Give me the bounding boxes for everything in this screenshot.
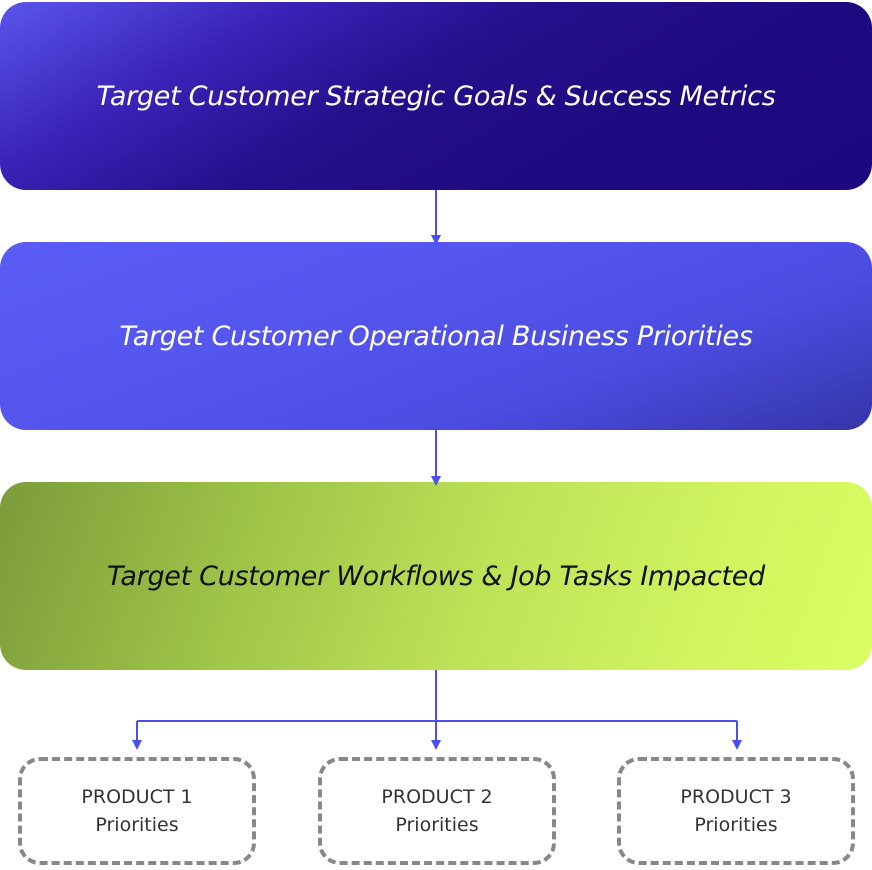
- workflows-box: Target Customer Workflows & Job Tasks Im…: [0, 482, 872, 670]
- product-3-box: PRODUCT 3 Priorities: [617, 757, 855, 865]
- strategic-goals-box: Target Customer Strategic Goals & Succes…: [0, 2, 872, 190]
- strategic-goals-label: Target Customer Strategic Goals & Succes…: [96, 80, 776, 112]
- product-1-sub: Priorities: [95, 814, 179, 836]
- operational-priorities-box: Target Customer Operational Business Pri…: [0, 242, 872, 430]
- product-2-sub: Priorities: [395, 814, 479, 836]
- product-2-box: PRODUCT 2 Priorities: [318, 757, 556, 865]
- product-3-name: PRODUCT 3: [680, 786, 792, 808]
- product-1-box: PRODUCT 1 Priorities: [18, 757, 256, 865]
- operational-priorities-label: Target Customer Operational Business Pri…: [119, 320, 753, 352]
- product-2-name: PRODUCT 2: [381, 786, 493, 808]
- product-1-name: PRODUCT 1: [81, 786, 193, 808]
- product-3-sub: Priorities: [694, 814, 778, 836]
- workflows-label: Target Customer Workflows & Job Tasks Im…: [107, 560, 765, 592]
